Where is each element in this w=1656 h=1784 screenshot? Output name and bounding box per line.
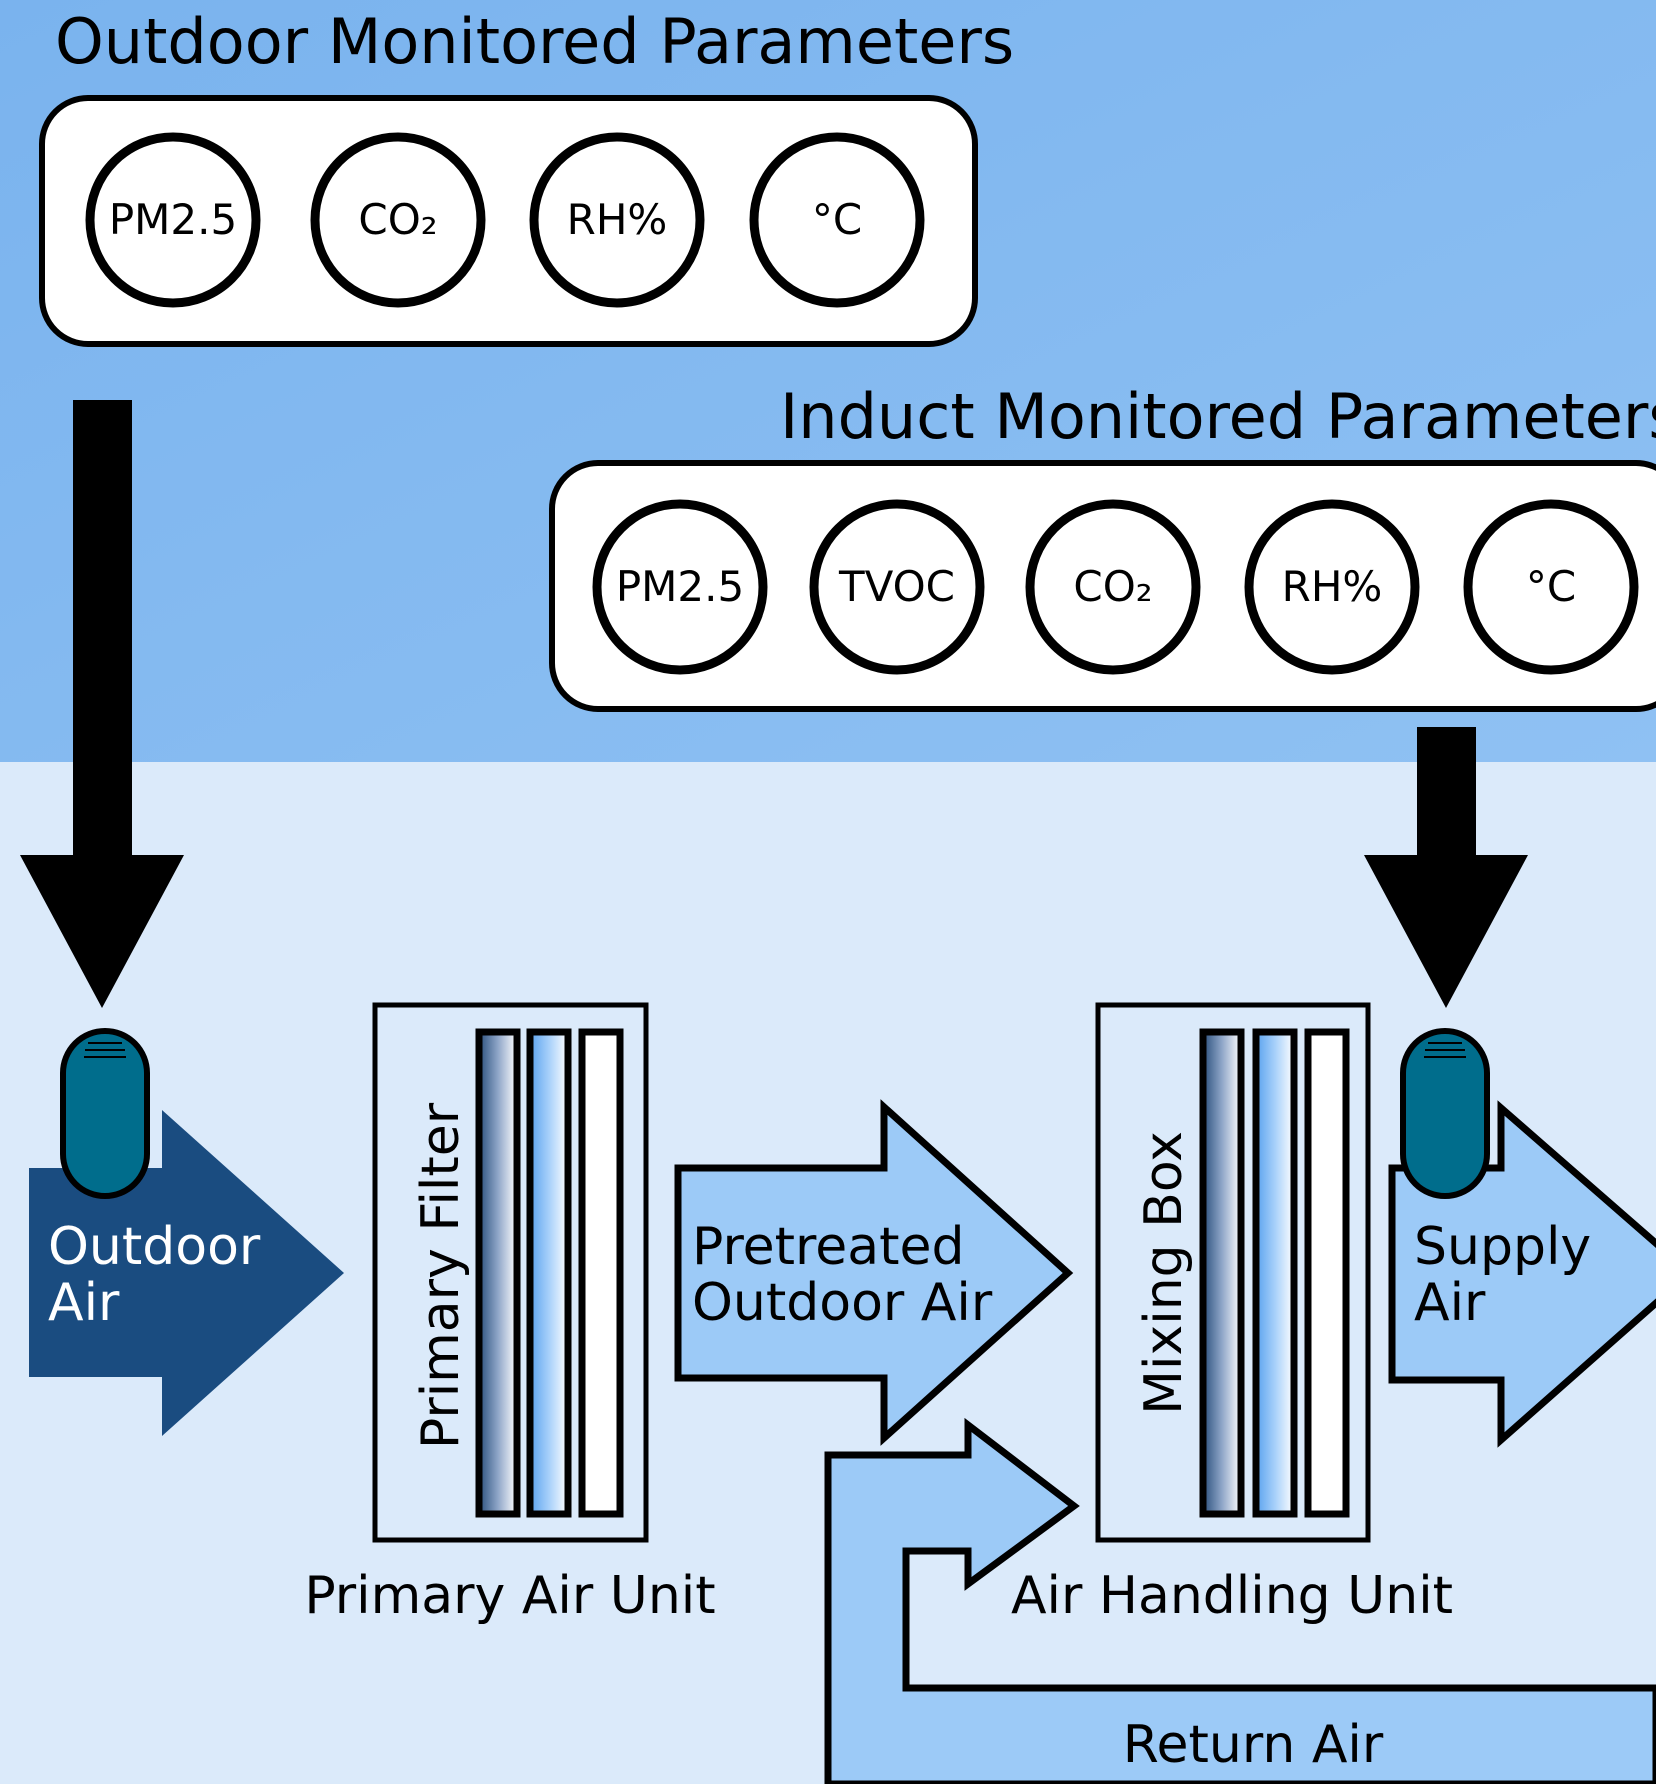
- induct-sensor-icon: [1400, 1028, 1490, 1199]
- outdoor-sensor-icon: [60, 1028, 150, 1199]
- svg-text:°C: °C: [812, 195, 862, 244]
- induct-param-co2: CO₂: [1025, 499, 1201, 675]
- induct-param-tvoc: TVOC: [809, 499, 985, 675]
- svg-text:PM2.5: PM2.5: [109, 195, 237, 244]
- svg-text:°C: °C: [1526, 562, 1576, 611]
- svg-text:PM2.5: PM2.5: [616, 562, 744, 611]
- induct-param-rh: RH%: [1244, 499, 1420, 675]
- svg-text:TVOC: TVOC: [838, 562, 955, 611]
- induct-measure-arrow: [1364, 727, 1528, 1008]
- outdoor-param-co2: CO₂: [310, 132, 486, 308]
- pretreated-air-label: Pretreated Outdoor Air: [692, 1217, 993, 1333]
- ahu-filter-panel-2: [1252, 1028, 1298, 1518]
- primary-filter-label: Primary Filter: [411, 1102, 471, 1449]
- air-handling-unit-label: Air Handling Unit: [1011, 1566, 1453, 1626]
- induct-param-pm25: PM2.5: [592, 499, 768, 675]
- svg-text:CO₂: CO₂: [358, 195, 437, 244]
- svg-text:RH%: RH%: [567, 195, 668, 244]
- outdoor-measure-arrow: [20, 400, 184, 1008]
- outdoor-air-label: Outdoor Air: [48, 1217, 277, 1333]
- outdoor-panel-title: Outdoor Monitored Parameters: [55, 5, 1014, 78]
- ahu-filter-panel-3: [1304, 1028, 1350, 1518]
- mixing-box-label: Mixing Box: [1134, 1131, 1194, 1415]
- primary-filter-panel-3: [578, 1028, 624, 1518]
- return-air-arrow: [824, 1417, 1656, 1784]
- outdoor-param-rh: RH%: [529, 132, 705, 308]
- outdoor-param-pm25: PM2.5: [85, 132, 261, 308]
- return-air-label: Return Air: [1123, 1715, 1384, 1775]
- svg-text:CO₂: CO₂: [1073, 562, 1152, 611]
- outdoor-param-temp: °C: [749, 132, 925, 308]
- ahu-filter-panel-1: [1199, 1028, 1245, 1518]
- induct-param-temp: °C: [1463, 499, 1639, 675]
- outdoor-params-panel: [39, 95, 978, 347]
- supply-air-label: Supply Air: [1414, 1217, 1608, 1333]
- primary-filter-panel-2: [526, 1028, 572, 1518]
- primary-filter-panel-1: [475, 1028, 521, 1518]
- pretreated-air-arrow: [674, 1099, 1074, 1446]
- primary-air-unit-label: Primary Air Unit: [304, 1566, 715, 1626]
- induct-panel-title: Induct Monitored Parameters: [780, 380, 1656, 453]
- svg-text:RH%: RH%: [1282, 562, 1383, 611]
